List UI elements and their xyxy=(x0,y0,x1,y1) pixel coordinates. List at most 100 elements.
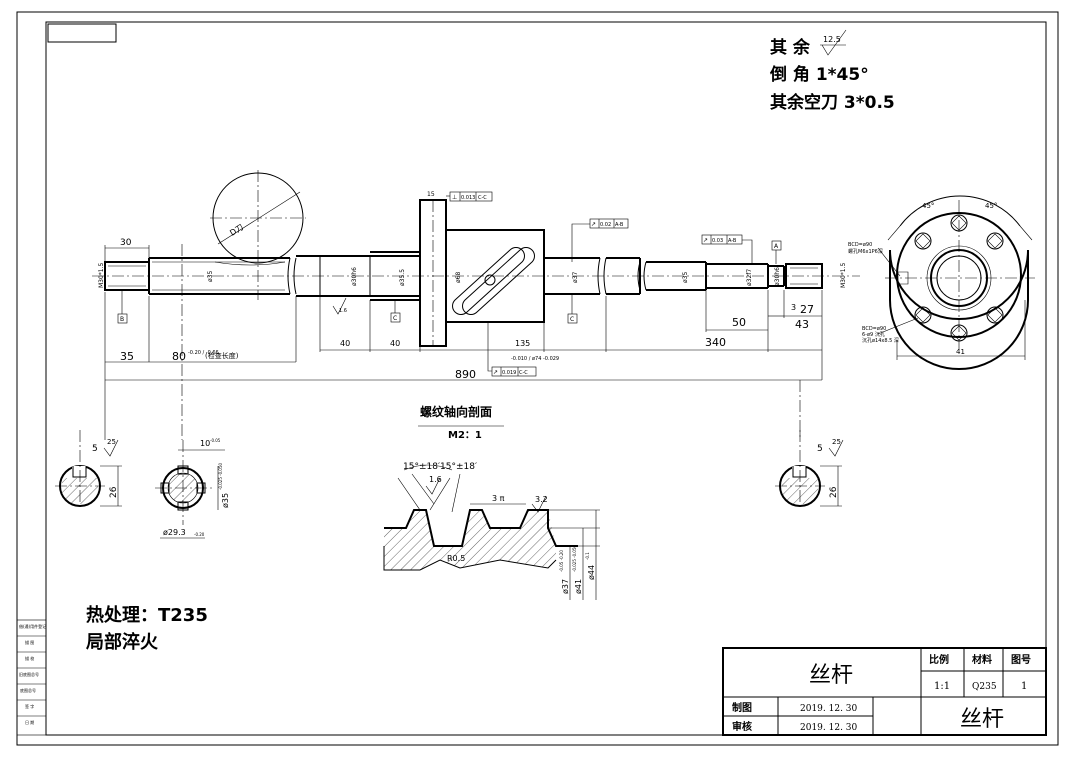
svg-text:↗: ↗ xyxy=(703,237,708,244)
svg-text:⊥: ⊥ xyxy=(452,194,457,201)
svg-text:↗: ↗ xyxy=(493,369,498,376)
section-left-key: 5 25 26 xyxy=(55,380,122,510)
datum-a: A xyxy=(771,240,782,264)
heat-treatment-line2: 局部淬火 xyxy=(86,631,159,653)
thread-angle: 15°±18′ xyxy=(440,462,477,472)
dia-label: ø37 xyxy=(572,272,579,283)
inner-frame xyxy=(45,21,1047,736)
dia-label: ø35 xyxy=(682,272,689,283)
dim-tol: -0.20 / -0.66 xyxy=(188,350,219,356)
material-value: Q235 xyxy=(972,682,997,692)
section-right-key: 5 25 26 xyxy=(775,380,844,510)
key-ra: 25 xyxy=(832,438,841,446)
drawing-no-value: 1 xyxy=(1021,681,1027,692)
spline-inner-tol: -0.20 xyxy=(194,532,205,537)
dia-label: ø30h6 xyxy=(351,267,358,286)
note-undercut: 其余空刀 3*0.5 xyxy=(770,92,895,113)
key-height: 26 xyxy=(829,486,839,498)
dim-text: 50 xyxy=(732,316,746,329)
svg-text:0.03: 0.03 xyxy=(712,238,723,244)
general-notes: 其 余 12.5 倒 角 1*45° 其余空刀 3*0.5 xyxy=(769,29,895,113)
side-strip-row: 日 期 xyxy=(25,719,34,725)
fcf-runout-a: ↗ 0.02 A-B xyxy=(571,218,629,262)
dim-text: 30 xyxy=(120,238,132,248)
title-block: 丝杆 比例 材料 图号 1:1 Q235 1 丝杆 制图 审核 2019. 12… xyxy=(722,647,1047,736)
corner-box xyxy=(47,23,117,43)
spline-inner: ø29.3 xyxy=(163,528,186,537)
dim-note: (检查长度) xyxy=(205,351,239,360)
fcf-bottom: ↗ 0.019 C-C xyxy=(487,322,537,377)
datum-b: B xyxy=(117,290,128,324)
thread-angle: 15°±18′ xyxy=(403,462,440,472)
section-title: 螺纹轴向剖面 xyxy=(420,404,492,419)
svg-text:B: B xyxy=(120,316,124,323)
side-strip-row: 底图总号 xyxy=(20,687,36,693)
svg-text:A: A xyxy=(774,243,779,250)
note-roughness-value: 12.5 xyxy=(823,35,841,44)
key-width: 5 xyxy=(817,444,823,454)
datum-c2: C xyxy=(567,294,578,324)
bcd-note: BCD=ø90 xyxy=(848,242,872,248)
dim-text: 3 xyxy=(791,303,796,312)
section-spline: 10 -0.05 ø35 -0.025 -0.050 ø29.3 -0.20 xyxy=(155,438,230,539)
svg-text:C: C xyxy=(393,315,397,322)
key-width: 5 xyxy=(92,444,98,454)
scale-value: 1:1 xyxy=(934,681,950,692)
bcd-note: 6-ø9 沉孔 xyxy=(862,331,885,338)
side-strip-row: 描 校 xyxy=(25,655,34,661)
dia-label: ø35 xyxy=(207,271,214,282)
outer-frame xyxy=(16,11,1059,746)
bcd-note: 螺孔M6x1P6深 xyxy=(848,248,883,255)
thread-profile-section: 螺纹轴向剖面 M2：1 15°±18′ 15°±18′ 1.6 3 π 3.2 … xyxy=(383,404,600,600)
dia-label: M30*1.5 xyxy=(98,262,105,288)
bcd-note: BCD=ø90 xyxy=(862,326,886,332)
thread-dia-tol: -0.05 -0.20 xyxy=(559,550,564,572)
checked-label: 审核 xyxy=(732,720,752,733)
dim-text: 43 xyxy=(795,318,809,331)
side-strip-row: 签 字 xyxy=(25,703,34,709)
heat-treatment-line1: 热处理：T235 xyxy=(86,604,208,626)
thread-dia-tol: -0.1 xyxy=(585,552,590,560)
dim-text: 27 xyxy=(800,303,814,316)
dia-label: ø30h6 xyxy=(774,267,781,286)
svg-text:C-C: C-C xyxy=(519,370,528,376)
bcd-note: 沉孔ø14x8.5 深 xyxy=(862,337,899,344)
key-height: 26 xyxy=(109,486,119,498)
svg-text:↗: ↗ xyxy=(591,221,596,228)
spline-width: 10 xyxy=(200,439,210,448)
spline-dia-tol: -0.025 -0.050 xyxy=(218,462,223,490)
key-ra: 25 xyxy=(107,438,116,446)
dim-text: 340 xyxy=(705,336,726,349)
drawn-label: 制图 xyxy=(732,701,752,714)
dim-text: 15 xyxy=(427,191,435,198)
thread-dia: ø37 xyxy=(561,579,570,594)
note-rest-roughness: 其 余 xyxy=(770,37,811,58)
dia-label: ø68 xyxy=(455,272,462,283)
checked-date: 2019. 12. 30 xyxy=(800,723,858,733)
thread-ra: 1.6 xyxy=(429,475,442,484)
dim-text: 41 xyxy=(956,348,965,356)
part-name-2: 丝杆 xyxy=(960,707,1004,732)
note-chamfer: 倒 角 1*45° xyxy=(769,64,869,85)
side-strip-row: 描 图 xyxy=(25,639,34,645)
thread-root-radius: R0.5 xyxy=(447,554,465,563)
dim-text: 40 xyxy=(390,339,400,348)
side-strip: 借(通)用件登记 描 图 描 校 旧底图总号 底图总号 签 字 日 期 xyxy=(16,619,47,736)
section-scale: M2：1 xyxy=(448,430,482,441)
heat-treatment-note: 热处理：T235 局部淬火 xyxy=(86,604,208,653)
dim-text: 40 xyxy=(340,339,350,348)
dim-text: 890 xyxy=(455,368,476,381)
side-strip-row: 借(通)用件登记 xyxy=(19,623,46,629)
svg-text:A-B: A-B xyxy=(728,238,737,244)
datum-c1: C xyxy=(390,300,401,323)
tool-label: D刀 xyxy=(228,223,245,238)
shaft-main-view: M30*1.5 ø35 ø30h6 ø35.5 ø68 ø37 ø35 ø32f… xyxy=(92,170,860,440)
drawing-no-label: 图号 xyxy=(1011,654,1031,666)
spline-dia: ø35 xyxy=(221,493,230,508)
svg-text:0.02: 0.02 xyxy=(600,222,611,228)
dim-tol: -0.010 / ø74 -0.029 xyxy=(511,356,559,362)
fcf-perpendicular: ⊥ 0.013 C-C xyxy=(446,191,493,202)
dim-text: 35 xyxy=(120,350,134,363)
fcf-runout-b: ↗ 0.03 A-B xyxy=(701,234,753,264)
